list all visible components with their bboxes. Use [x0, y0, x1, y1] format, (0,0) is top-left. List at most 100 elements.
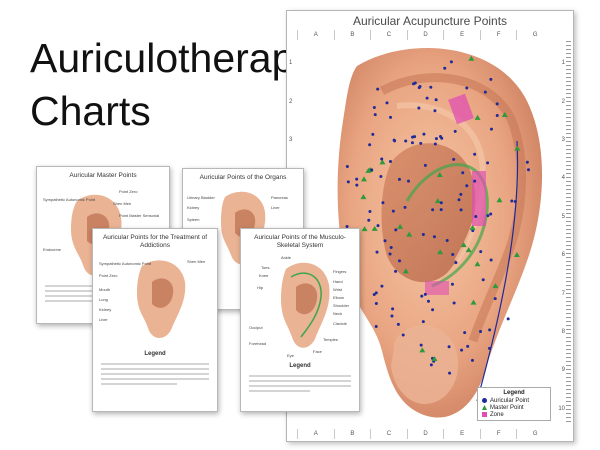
- row-label: 7: [561, 290, 565, 297]
- auricular-point-marker: [388, 160, 392, 164]
- card-point-label: Face: [313, 349, 322, 354]
- auricular-point-marker: [375, 250, 379, 254]
- master-point-marker: [492, 283, 499, 289]
- auricular-point-marker: [463, 331, 467, 335]
- master-point-marker: [361, 226, 368, 232]
- chart-card-musculoskeletal: Auricular Points of the Musculo-Skeletal…: [240, 228, 360, 412]
- auricular-point-marker: [431, 308, 435, 312]
- auricular-point-marker: [451, 252, 455, 256]
- legend-swatch: [482, 398, 487, 403]
- green-master-zone: [405, 163, 489, 288]
- card-point-label: Shen Men: [113, 201, 132, 206]
- row-label: 8: [561, 329, 565, 335]
- card-point-label: Spleen: [187, 217, 200, 222]
- auricular-point-marker: [452, 157, 456, 161]
- auricular-point-marker: [439, 201, 443, 205]
- card-title: Auricular Points of the Organs: [199, 174, 287, 181]
- acupuncture-points: [345, 55, 530, 375]
- master-point-marker: [365, 167, 372, 173]
- auricular-point-marker: [374, 324, 378, 328]
- column-label: G: [516, 429, 553, 439]
- column-label: F: [479, 30, 517, 40]
- auricular-point-marker: [433, 142, 437, 146]
- auricular-point-marker: [404, 139, 408, 143]
- auricular-point-marker: [432, 235, 436, 239]
- magenta-zone-3: [425, 281, 449, 295]
- ear-illustration: [337, 48, 543, 418]
- auricular-point-marker: [346, 180, 350, 184]
- auricular-point-marker: [473, 179, 477, 183]
- auricular-point-marker: [376, 224, 380, 228]
- auricular-point-marker: [380, 284, 384, 288]
- column-label: B: [333, 30, 371, 40]
- auricular-point-marker: [525, 160, 529, 164]
- auricular-point-marker: [397, 177, 401, 181]
- auricular-point-marker: [447, 345, 451, 349]
- card-point-label: Hip: [257, 285, 264, 290]
- legend-row: Zone: [482, 411, 546, 418]
- card-ear-icon: [137, 260, 186, 339]
- row-label: 2: [561, 98, 565, 105]
- card-title: Auricular Points for the Treatment of Ad…: [102, 234, 208, 249]
- master-point-marker: [474, 114, 481, 120]
- column-label: F: [479, 429, 517, 439]
- auricular-point-marker: [457, 198, 461, 202]
- auricular-point-marker: [448, 371, 452, 375]
- card-point-label: Shen Men: [187, 259, 206, 264]
- magenta-zone-1: [448, 93, 474, 125]
- auricular-point-marker: [389, 245, 393, 249]
- master-point-marker: [469, 224, 476, 230]
- row-label: 6: [561, 252, 565, 259]
- auricular-point-marker: [398, 259, 402, 263]
- auricular-point-marker: [374, 301, 378, 305]
- card-point-label: Point Zero: [99, 273, 118, 278]
- auricular-point-marker: [465, 184, 469, 188]
- auricular-point-marker: [434, 98, 438, 102]
- auricular-point-marker: [391, 307, 395, 311]
- card-point-label: Endocrine: [43, 247, 62, 252]
- auricular-point-marker: [450, 282, 454, 286]
- auricular-point-marker: [479, 330, 483, 334]
- master-point-marker: [501, 112, 508, 118]
- legend-label: Auricular Point: [490, 397, 530, 404]
- master-point-marker: [371, 225, 378, 231]
- auricular-point-marker: [379, 174, 383, 178]
- row-label: 1: [289, 60, 293, 67]
- auricular-point-marker: [419, 141, 423, 145]
- auricular-point-marker: [355, 177, 359, 181]
- headline-line-2: Charts: [30, 88, 151, 134]
- auricular-point-marker: [376, 87, 380, 91]
- auricular-point-marker: [421, 232, 425, 236]
- auricular-point-marker: [526, 168, 530, 172]
- legend-swatch: [482, 412, 487, 417]
- column-label: C: [370, 30, 407, 40]
- card-point-label: Liver: [99, 317, 108, 322]
- auricular-point-marker: [417, 106, 421, 110]
- card-notes: [101, 363, 209, 388]
- auricular-point-marker: [481, 278, 485, 282]
- master-point-marker: [465, 247, 472, 253]
- auricular-point-marker: [423, 163, 427, 167]
- auricular-point-marker: [417, 86, 421, 90]
- auricular-point-marker: [367, 218, 371, 222]
- card-point-label: Kidney: [99, 307, 112, 312]
- master-point-marker: [437, 249, 444, 255]
- auricular-point-marker: [426, 299, 430, 303]
- column-label: G: [516, 30, 553, 40]
- master-point-marker: [406, 231, 413, 237]
- card-point-label: Eye: [287, 353, 294, 358]
- column-label: D: [406, 429, 444, 439]
- auricular-point-marker: [445, 239, 449, 243]
- auricular-point-marker: [394, 269, 398, 273]
- card-point-label: Temples: [323, 337, 338, 342]
- auricular-point-marker: [443, 66, 447, 70]
- auricular-point-marker: [411, 135, 415, 139]
- auricular-point-marker: [489, 258, 493, 262]
- card-legend-title: Legend: [289, 363, 311, 369]
- card-point-label: Lung: [99, 297, 108, 302]
- auricular-point-marker: [434, 137, 438, 141]
- auricular-point-marker: [429, 85, 433, 89]
- side-ruler: [566, 41, 571, 425]
- auricular-point-marker: [393, 139, 397, 143]
- auricular-point-marker: [493, 297, 497, 301]
